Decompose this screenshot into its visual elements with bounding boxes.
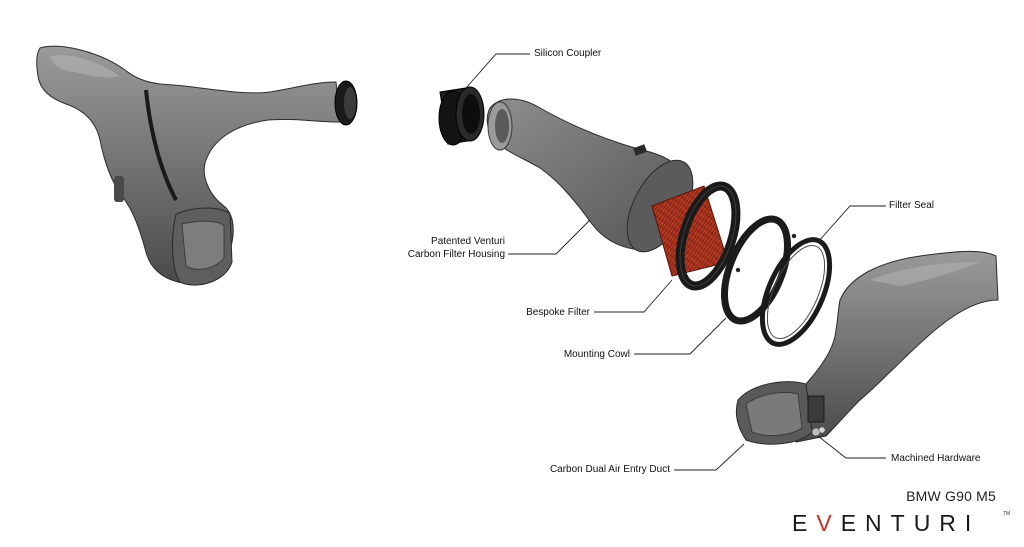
dual-air-entry-duct-part [735,250,999,445]
assembled-bracket [114,176,124,202]
leader-lines [465,53,886,471]
leader-entry-duct [674,443,745,471]
assembled-intake [36,45,358,286]
leader-mounting-cowl [634,317,727,355]
label-bespoke-filter: Bespoke Filter [526,307,590,318]
assembled-duct-inner [181,220,225,270]
mounting-cowl-part [721,215,797,325]
label-filter-housing-line1: Patented Venturi [431,236,505,247]
leader-filter-housing [508,219,591,255]
leader-bespoke-filter [594,279,673,313]
label-filter-seal: Filter Seal [889,200,935,211]
logo-letter-e: E [792,510,817,536]
filter-seal-part [759,237,833,347]
model-name: BMW G90 M5 [906,488,996,504]
logo-letter-v: V [816,510,841,536]
label-mounting-cowl: Mounting Cowl [563,349,630,360]
leader-filter-seal [817,205,886,243]
logo-letters-enturi: ENTURI [840,510,981,536]
leader-silicon-coupler [465,53,530,89]
assembled-housing-highlight [50,55,120,78]
trademark-mark: TM [1003,511,1011,517]
silicon-coupler-part [438,86,485,146]
assembled-housing-body [36,45,341,284]
leader-machined-hardware [817,435,886,459]
label-dual-air-entry-duct: Carbon Dual Air Entry Duct [549,464,670,475]
label-machined-hardware: Machined Hardware [891,453,981,464]
label-silicon-coupler: Silicon Coupler [534,48,602,59]
assembled-seal-band [144,89,178,201]
assembled-coupler-opening [344,87,356,119]
eventuri-logo: EVENTURI [792,510,980,537]
label-filter-housing-line2: Carbon Filter Housing [407,249,505,260]
filter-housing-part [486,98,694,253]
bespoke-filter-part [651,181,741,291]
